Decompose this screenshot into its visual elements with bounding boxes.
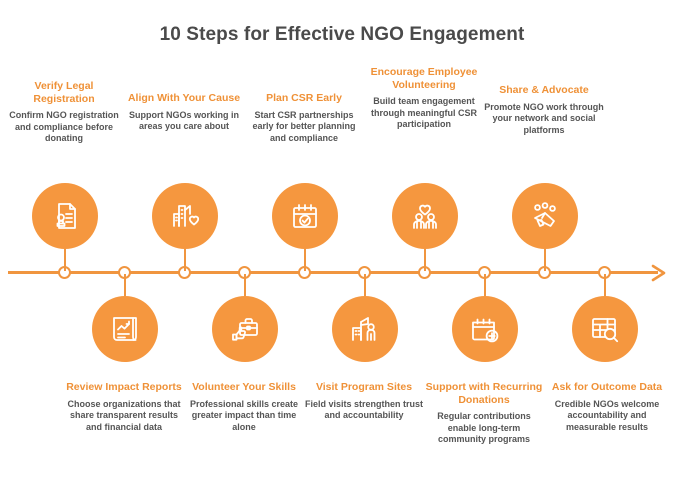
step-heading-2: Align With Your Cause [127, 92, 241, 104]
step-text-3: Plan CSR Early Start CSR partnerships ea… [244, 92, 364, 144]
step-heading-3: Plan CSR Early [266, 92, 342, 104]
document-stamp-icon [48, 199, 82, 233]
timeline-stem-8 [484, 274, 486, 296]
step-icon-circle-9[interactable] [452, 296, 518, 362]
step-icon-circle-3[interactable] [272, 183, 338, 249]
step-body-8: Field visits strengthen trust and accoun… [304, 398, 424, 421]
timeline-stem-2 [124, 274, 126, 296]
step-body-4: Build team engagement through meaningful… [371, 96, 477, 129]
step-body-9: Regular contributions enable long-term c… [437, 411, 531, 444]
site-visit-person-icon [348, 312, 382, 346]
step-icon-circle-4[interactable] [392, 183, 458, 249]
step-body-1: Confirm NGO registration and compliance … [9, 110, 119, 143]
timeline-stem-4 [244, 274, 246, 296]
step-icon-circle-2[interactable] [152, 183, 218, 249]
timeline-stem-5 [304, 249, 306, 271]
step-body-2: Support NGOs working in areas you care a… [129, 109, 239, 132]
step-heading-6: Review Impact Reports [66, 381, 182, 393]
report-chart-icon [108, 312, 142, 346]
briefcase-thumbsup-icon [228, 312, 262, 346]
step-heading-5: Share & Advocate [499, 84, 589, 96]
step-icon-circle-7[interactable] [212, 296, 278, 362]
step-body-7: Professional skills create greater impac… [189, 398, 299, 432]
step-text-8: Visit Program Sites Field visits strengt… [304, 381, 424, 422]
step-body-5: Promote NGO work through your network an… [484, 101, 604, 135]
step-text-4: Encourage Employee Volunteering Build te… [364, 66, 484, 131]
step-text-1: Verify Legal Registration Confirm NGO re… [4, 80, 124, 145]
step-text-5: Share & Advocate Promote NGO work throug… [484, 84, 604, 136]
step-body-10: Credible NGOs welcome accountability and… [554, 398, 660, 432]
step-text-9: Support with Recurring Donations Regular… [424, 381, 544, 446]
timeline-stem-10 [604, 274, 606, 296]
step-heading-7: Volunteer Your Skills [192, 381, 296, 393]
timeline-stem-1 [64, 249, 66, 271]
people-heart-icon [408, 199, 442, 233]
step-body-3: Start CSR partnerships early for better … [252, 109, 356, 143]
step-text-2: Align With Your Cause Support NGOs worki… [124, 92, 244, 133]
timeline-stem-9 [544, 249, 546, 271]
step-text-7: Volunteer Your Skills Professional skill… [184, 381, 304, 433]
step-heading-10: Ask for Outcome Data [551, 381, 663, 393]
step-heading-9: Support with Recurring Donations [425, 381, 543, 406]
calendar-plus-icon [468, 312, 502, 346]
timeline-axis [8, 271, 658, 274]
step-icon-circle-8[interactable] [332, 296, 398, 362]
step-heading-4: Encourage Employee Volunteering [370, 66, 478, 91]
timeline-stem-6 [364, 274, 366, 296]
step-text-10: Ask for Outcome Data Credible NGOs welco… [544, 381, 670, 433]
step-heading-1: Verify Legal Registration [33, 80, 95, 105]
timeline-arrow-icon [650, 263, 670, 283]
timeline-stem-7 [424, 249, 426, 271]
timeline-stem-3 [184, 249, 186, 271]
step-icon-circle-6[interactable] [92, 296, 158, 362]
step-icon-circle-10[interactable] [572, 296, 638, 362]
buildings-heart-icon [168, 199, 202, 233]
table-search-icon [588, 312, 622, 346]
step-heading-8: Visit Program Sites [315, 381, 413, 393]
megaphone-people-icon [528, 199, 562, 233]
step-icon-circle-5[interactable] [512, 183, 578, 249]
step-text-6: Review Impact Reports Choose organizatio… [64, 381, 184, 433]
page-title: 10 Steps for Effective NGO Engagement [159, 24, 525, 45]
step-icon-circle-1[interactable] [32, 183, 98, 249]
calendar-check-icon [288, 199, 322, 233]
step-body-6: Choose organizations that share transpar… [67, 398, 181, 432]
